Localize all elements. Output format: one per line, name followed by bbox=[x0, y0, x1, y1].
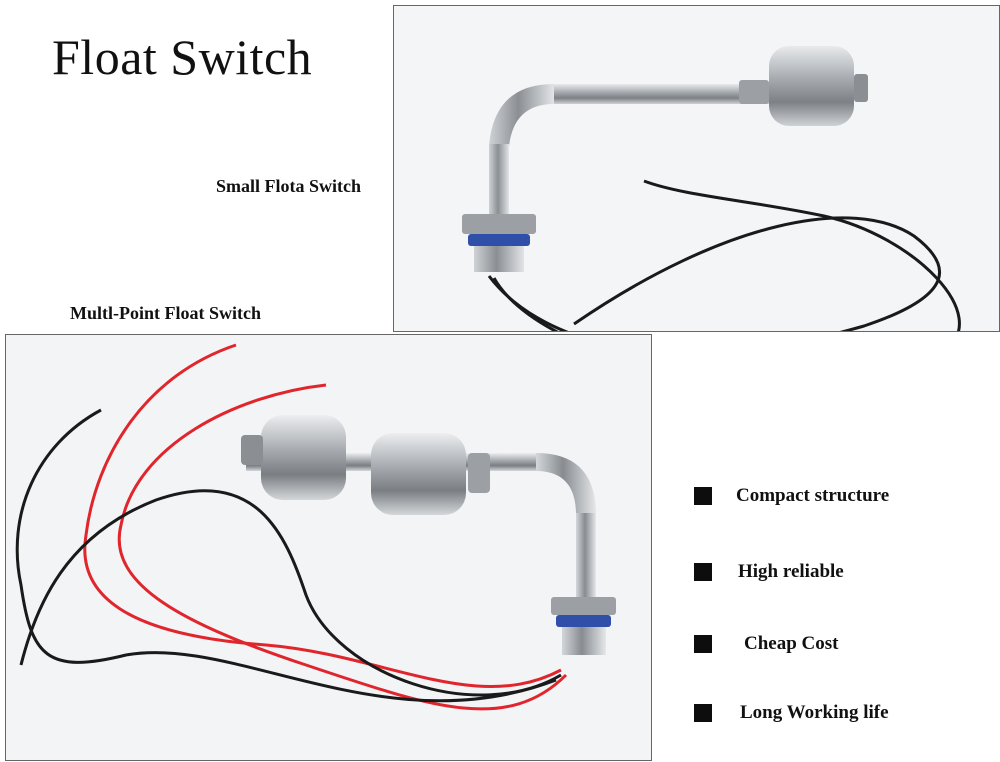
wire-black-4 bbox=[19, 489, 562, 697]
multi-point-float-switch-photo bbox=[5, 334, 652, 761]
wire-black-1 bbox=[487, 216, 941, 331]
feature-text: Compact structure bbox=[736, 485, 890, 506]
page-title: Float Switch bbox=[52, 29, 313, 85]
feature-item: Compact structure bbox=[694, 485, 889, 507]
wire-red-2 bbox=[117, 383, 568, 711]
small-switch-label: Small Flota Switch bbox=[216, 176, 362, 196]
wire-red-1 bbox=[83, 343, 562, 689]
feature-item: High reliable bbox=[694, 561, 844, 583]
square-bullet-icon bbox=[694, 635, 712, 653]
wire-black-3 bbox=[15, 408, 557, 703]
square-bullet-icon bbox=[694, 563, 712, 581]
wire-black-2 bbox=[492, 179, 961, 331]
feature-text: Long Working life bbox=[740, 702, 889, 723]
square-bullet-icon bbox=[694, 704, 712, 722]
feature-text: Cheap Cost bbox=[744, 633, 839, 654]
small-float-switch-photo bbox=[393, 5, 1000, 332]
feature-item: Long Working life bbox=[694, 702, 889, 724]
multi-point-switch-label: Multl-Point Float Switch bbox=[70, 303, 261, 323]
feature-text: High reliable bbox=[738, 561, 844, 582]
feature-item: Cheap Cost bbox=[694, 633, 838, 655]
square-bullet-icon bbox=[694, 487, 712, 505]
